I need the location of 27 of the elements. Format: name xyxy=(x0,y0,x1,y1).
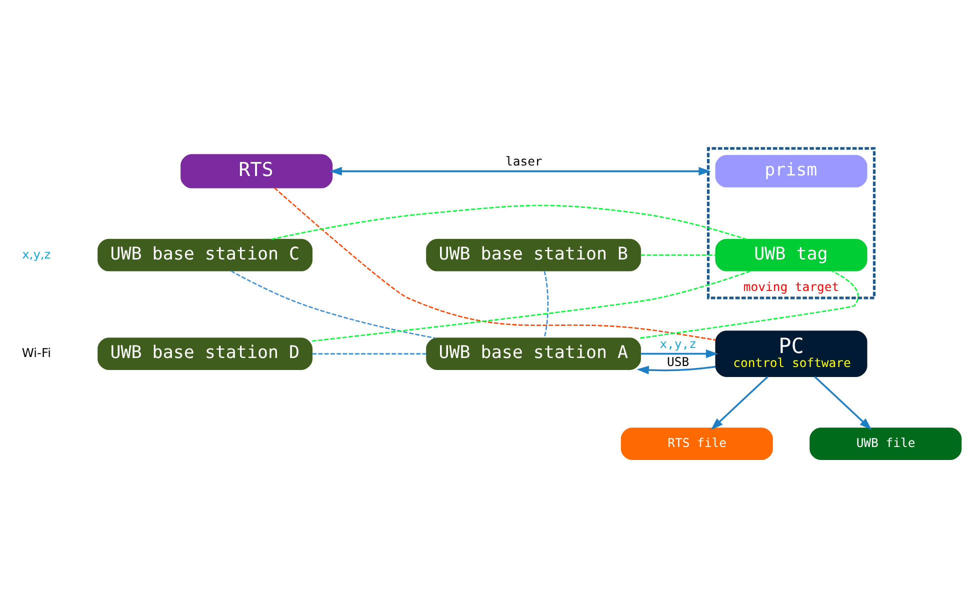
node-box: UWB base station D xyxy=(98,338,312,370)
connector xyxy=(230,270,436,339)
edge-label: USB xyxy=(667,355,690,370)
connector xyxy=(274,187,716,341)
arrow xyxy=(814,376,872,430)
node-box: UWB base station B xyxy=(426,238,641,272)
node-box: UWB file xyxy=(810,428,962,460)
arrow xyxy=(640,350,718,358)
label: Wi-Fi xyxy=(22,346,51,360)
edge-label: x,y,z xyxy=(660,336,697,351)
connector xyxy=(312,270,752,342)
connector xyxy=(640,270,859,339)
node-box: UWB base station C xyxy=(98,238,312,272)
label: x,y,z xyxy=(22,247,51,262)
connector xyxy=(640,254,716,256)
connector xyxy=(544,270,549,338)
connector xyxy=(312,353,426,354)
arrow xyxy=(710,376,768,430)
node-box: UWB tag xyxy=(715,238,868,272)
connector xyxy=(271,204,747,240)
node-box: prism xyxy=(715,155,868,188)
node-box: UWB base station A xyxy=(426,338,641,370)
edge-label: laser xyxy=(506,154,542,168)
node-box: PC control software xyxy=(715,330,868,377)
node-box: RTS file xyxy=(620,428,773,460)
arrow xyxy=(636,366,716,374)
node-box: RTS xyxy=(180,154,333,188)
